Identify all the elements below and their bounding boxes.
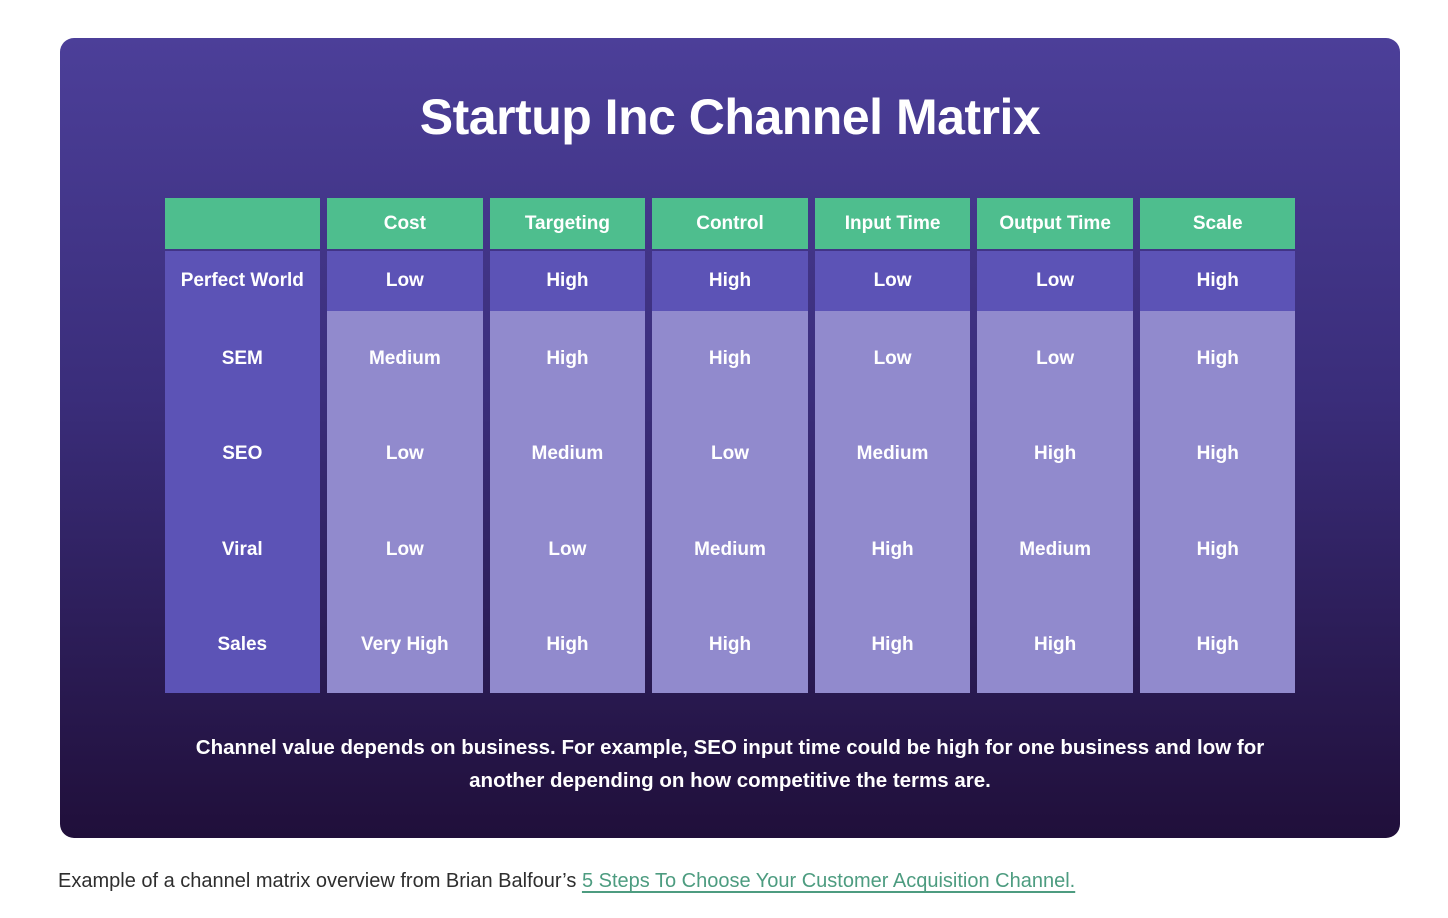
- matrix-cell: High: [1139, 311, 1296, 407]
- row-label-header: [164, 198, 321, 249]
- column-header: Input Time: [814, 198, 971, 249]
- matrix-cell: Low: [652, 406, 808, 502]
- matrix-cell: High: [1139, 597, 1296, 693]
- matrix-cell: Low: [489, 502, 646, 598]
- matrix-cell: High: [1139, 406, 1296, 502]
- matrix-cell: Low: [977, 311, 1133, 407]
- matrix-cell: Low: [327, 251, 483, 311]
- page-title: Startup Inc Channel Matrix: [419, 89, 1041, 145]
- column-header: Scale: [1139, 198, 1296, 249]
- matrix-cell: High: [489, 251, 646, 311]
- matrix-cell: Low: [814, 251, 971, 311]
- matrix-cell: High: [652, 597, 808, 693]
- matrix-cell: High: [977, 597, 1133, 693]
- matrix-cell: Low: [327, 502, 483, 598]
- matrix-cell: Medium: [489, 406, 646, 502]
- matrix-cell: High: [489, 311, 646, 407]
- matrix-cell: High: [652, 311, 808, 407]
- column-header: Targeting: [489, 198, 646, 249]
- row-label: SEO: [164, 406, 321, 502]
- caption-link[interactable]: 5 Steps To Choose Your Customer Acquisit…: [581, 870, 1076, 892]
- row-label: Viral: [164, 502, 321, 598]
- card-note-line: Channel value depends on business. For e…: [195, 736, 1265, 759]
- matrix-cell: High: [489, 597, 646, 693]
- matrix-cell: Low: [327, 406, 483, 502]
- matrix-cell: Low: [977, 251, 1133, 311]
- matrix-cell: High: [977, 406, 1133, 502]
- matrix-cell: Low: [814, 311, 971, 407]
- caption: Example of a channel matrix overview fro…: [58, 868, 1075, 894]
- card-note-line: another depending on how competitive the…: [469, 769, 991, 792]
- matrix-cell: High: [814, 597, 971, 693]
- row-label: Perfect World: [164, 251, 321, 311]
- card-note: Channel value depends on business. For e…: [60, 731, 1400, 797]
- matrix-cell: Very High: [327, 597, 483, 693]
- row-label: Sales: [164, 597, 321, 693]
- matrix-cell: Medium: [977, 502, 1133, 598]
- matrix-cell: High: [652, 251, 808, 311]
- caption-text: Example of a channel matrix overview fro…: [58, 870, 582, 892]
- column-header: Output Time: [977, 198, 1133, 249]
- matrix-cell: High: [1139, 251, 1296, 311]
- column-header: Control: [652, 198, 808, 249]
- channel-matrix-card: Startup Inc Channel Matrix Perfect World…: [60, 38, 1400, 838]
- matrix-cell: High: [1139, 502, 1296, 598]
- matrix-cell: Medium: [652, 502, 808, 598]
- row-label: SEM: [164, 311, 321, 407]
- matrix-cell: High: [814, 502, 971, 598]
- column-header: Cost: [327, 198, 483, 249]
- matrix-cell: Medium: [327, 311, 483, 407]
- matrix-cell: Medium: [814, 406, 971, 502]
